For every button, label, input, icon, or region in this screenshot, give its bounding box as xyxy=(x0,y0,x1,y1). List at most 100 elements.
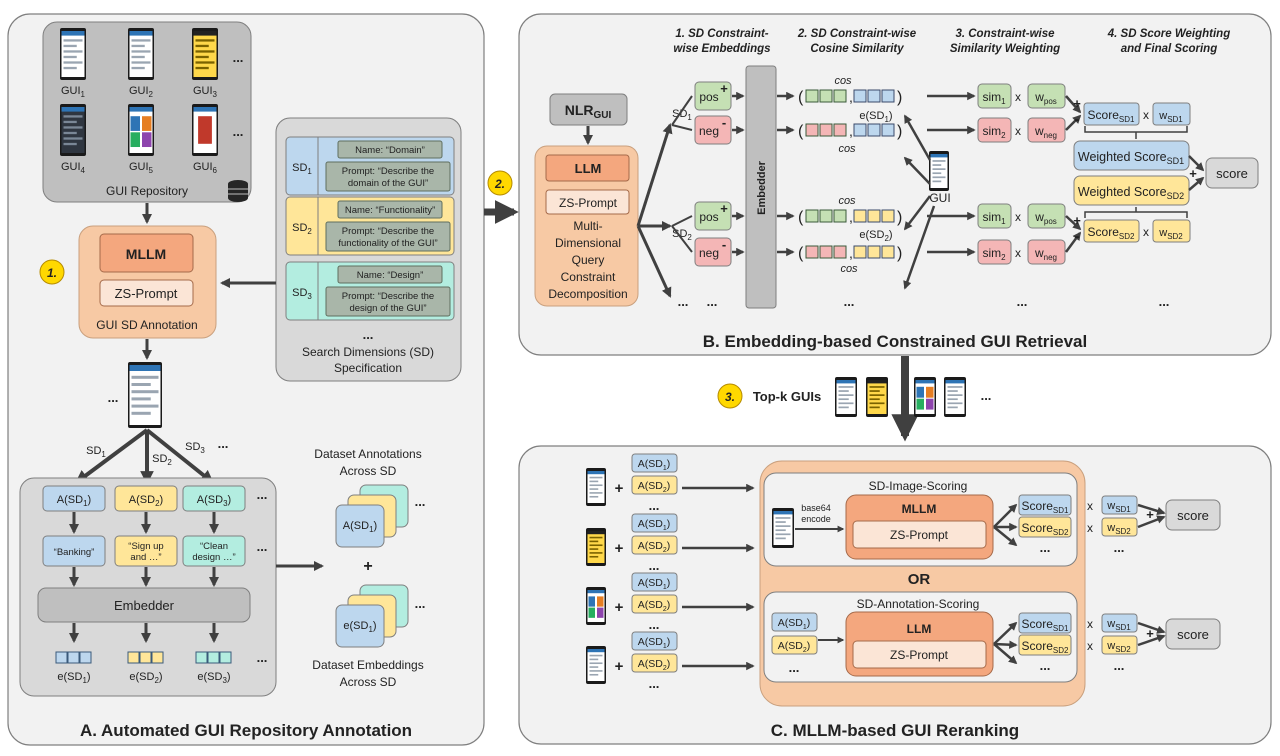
b-weighted-score-sd2: Weighted ScoreSD2 xyxy=(1078,185,1184,201)
pipeline-embedding-3: e(SD3) xyxy=(197,671,230,685)
b-gui-phone xyxy=(929,151,949,191)
dataset-annotations-title-2: Across SD xyxy=(340,464,397,478)
c-times-a-1: x xyxy=(1087,499,1093,513)
b-score-times-2: x xyxy=(1143,225,1149,239)
b-times-1: x xyxy=(1015,90,1021,104)
pipeline-embedding-2: e(SD2) xyxy=(129,671,162,685)
sd-spec-prompt-b-1: domain of the GUI” xyxy=(348,178,428,189)
c-input-gui-4 xyxy=(586,646,606,684)
b-emb-sd2: e(SD2) xyxy=(859,229,892,243)
dataset-annotation-card-label: A(SD1) xyxy=(343,520,377,534)
c-input-gui-2 xyxy=(586,528,606,566)
branch-ellipsis: ... xyxy=(218,436,229,451)
b-weighted-score-sd1: Weighted ScoreSD1 xyxy=(1078,150,1184,166)
pipeline-annotation-text-b-2: and …” xyxy=(130,552,161,563)
step-1-label: 1. xyxy=(47,266,57,280)
pipeline-annotation-3: A(SD3) xyxy=(197,494,231,508)
dataset-embedding-card-label: e(SD1) xyxy=(343,620,376,634)
pipeline-ellipsis-2: ... xyxy=(257,539,268,554)
c-final-score-1: score xyxy=(1177,508,1209,523)
top-k-gui-4 xyxy=(944,377,966,417)
dataset-embeddings-title-1: Dataset Embeddings xyxy=(312,658,423,672)
b-paren-close-3: ) xyxy=(897,209,902,226)
nlr-box xyxy=(549,93,628,126)
b-neg-sign-4: - xyxy=(722,237,726,252)
b-pos-sign-1: + xyxy=(720,81,728,96)
pipeline-annotation-1: A(SD1) xyxy=(57,494,91,508)
c-input-ellipsis-4: ... xyxy=(649,676,660,691)
b-comma-4: , xyxy=(849,245,853,261)
b-weight-3: wpos xyxy=(1034,210,1057,226)
b-weight-4: wneg xyxy=(1034,246,1057,262)
b-neg-sign-2: - xyxy=(722,115,726,130)
c-input-a-sd1-4: A(SD1) xyxy=(638,636,671,650)
b-gui-label: GUI xyxy=(929,191,950,205)
pipeline-annotation-text-b-3: design …” xyxy=(192,552,235,563)
gui-label-5: GUI5 xyxy=(129,161,154,175)
c-w-sd1-2: wSD1 xyxy=(1106,618,1131,632)
b-rows-ellipsis-3: ... xyxy=(1159,294,1170,309)
gui-label-6: GUI6 xyxy=(193,161,218,175)
gui-thumbnail-5 xyxy=(128,104,154,156)
b-score-times-1: x xyxy=(1143,108,1149,122)
b-sim-2: sim2 xyxy=(982,124,1006,140)
gui-grid-ellipsis-1: ... xyxy=(233,50,244,65)
c-input-a-sd1-3: A(SD1) xyxy=(638,577,671,591)
c-times-b-2: x xyxy=(1087,639,1093,653)
gui-label-4: GUI4 xyxy=(61,161,86,175)
c-plus-1: + xyxy=(1146,507,1154,522)
c-zs-prompt-label-2: ZS-Prompt xyxy=(890,648,949,662)
b-final-score: score xyxy=(1216,166,1248,181)
dataset-annotations-title-1: Dataset Annotations xyxy=(314,447,421,461)
b-score-sd2: ScoreSD2 xyxy=(1088,225,1135,241)
sd-spec-prompt-b-3: design of the GUI” xyxy=(349,303,426,314)
gui-label-3: GUI3 xyxy=(193,85,218,99)
b-paren-open-2: ( xyxy=(798,123,804,140)
sd-image-scoring-title: SD-Image-Scoring xyxy=(869,479,968,493)
c-input-plus-3: + xyxy=(615,599,624,616)
c-input-plus-1: + xyxy=(615,480,624,497)
base64-label-2: encode xyxy=(801,514,831,524)
gui-grid-ellipsis-2: ... xyxy=(233,124,244,139)
top-k-gui-3 xyxy=(914,377,936,417)
decomposition-text-1: Multi- xyxy=(573,219,602,233)
b-neg-box-2: neg xyxy=(699,124,719,138)
b-paren-open-4: ( xyxy=(798,245,804,262)
c-image-scoring-gui xyxy=(772,508,794,548)
b-pos-box-1: pos xyxy=(699,90,718,104)
b-llm-label: LLM xyxy=(575,161,602,176)
a-phone-ellipsis: ... xyxy=(108,390,119,405)
annotation-stack-card-3 xyxy=(335,504,385,548)
c-times-b-1: x xyxy=(1087,521,1093,535)
panel-b-title: B. Embedding-based Constrained GUI Retri… xyxy=(703,332,1087,351)
panel-a: A. Automated GUI Repository Annotation G… xyxy=(7,13,485,746)
sd-spec-prompt-a-1: Prompt: “Describe the xyxy=(342,166,434,177)
sd-spec-title-2: Specification xyxy=(334,361,402,375)
or-label: OR xyxy=(908,571,931,588)
b-emb-sd1: e(SD1) xyxy=(859,110,892,124)
c-score-sd1-2: ScoreSD1 xyxy=(1022,617,1069,633)
b-w-sd1: wSD1 xyxy=(1158,110,1183,124)
sd-image-scoring: SD-Image-Scoring base64 encode MLLM ZS-P… xyxy=(763,472,1078,567)
b-neg-box-4: neg xyxy=(699,246,719,260)
b-w-sd2: wSD2 xyxy=(1158,227,1183,241)
c-input-plus-2: + xyxy=(615,540,624,557)
b-zs-prompt-label: ZS-Prompt xyxy=(559,196,618,210)
gui-thumbnail-4 xyxy=(60,104,86,156)
c-w-ellipsis-2: ... xyxy=(1114,658,1125,673)
sd-spec-name-3: Name: “Design” xyxy=(357,270,424,281)
b-cos-4: cos xyxy=(840,263,858,275)
b-paren-close-2: ) xyxy=(897,123,902,140)
step-3-label: 3. xyxy=(725,390,735,404)
pipeline-ellipsis-3: ... xyxy=(257,650,268,665)
step-2-badge xyxy=(487,170,513,196)
b-cos-1: cos xyxy=(834,75,852,87)
step-1-badge xyxy=(39,259,65,285)
c-zs-prompt-label-1: ZS-Prompt xyxy=(890,528,949,542)
step-3-badge xyxy=(717,383,743,409)
top-k-label: Top-k GUIs xyxy=(753,389,821,404)
dataset-annot-ellipsis: ... xyxy=(415,494,426,509)
